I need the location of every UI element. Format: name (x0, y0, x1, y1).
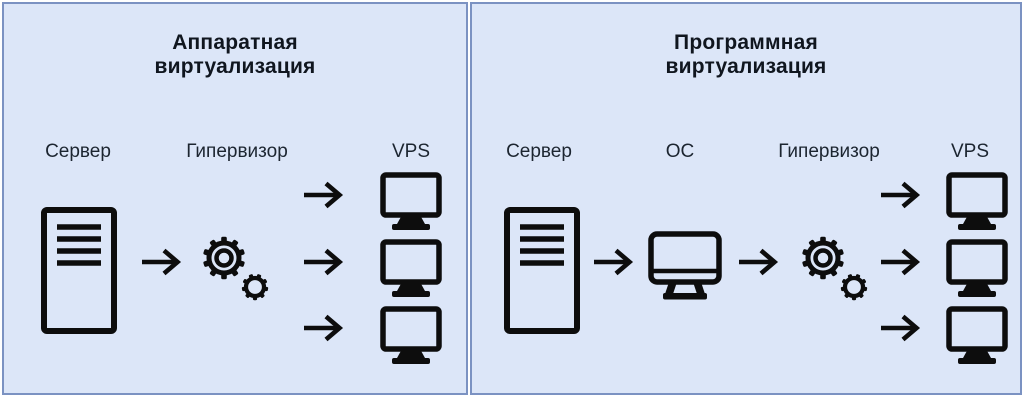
gears-hypervisor-icon (199, 231, 271, 303)
arrow-right-icon (879, 179, 921, 211)
arrow-right-icon (302, 179, 344, 211)
title-line-1: Аппаратная (172, 31, 298, 54)
arrow-right-icon (592, 246, 634, 278)
label-server: Сервер (45, 141, 111, 162)
hardware-virtualization-panel: Аппаратная виртуализация Сервер Гипервиз… (2, 2, 468, 395)
panel-title-software: Программная виртуализация (472, 31, 1020, 79)
title-line-1: Программная (674, 31, 818, 54)
title-line-2: виртуализация (665, 55, 827, 78)
os-desktop-icon (648, 231, 722, 301)
arrow-right-icon (140, 246, 182, 278)
vps-monitor-icon (946, 306, 1008, 365)
label-server: Сервер (506, 141, 572, 162)
vps-monitor-icon (380, 239, 442, 298)
title-line-2: виртуализация (154, 55, 316, 78)
arrow-right-icon (302, 312, 344, 344)
vps-monitor-icon (380, 306, 442, 365)
server-icon (40, 206, 118, 335)
label-hypervisor: Гипервизор (186, 141, 288, 162)
label-vps: VPS (391, 141, 431, 162)
label-vps: VPS (950, 141, 990, 162)
panel-title-hardware: Аппаратная виртуализация (4, 31, 466, 79)
virtualization-comparison-diagram: Аппаратная виртуализация Сервер Гипервиз… (2, 2, 1022, 396)
server-icon (503, 206, 581, 335)
vps-monitor-icon (380, 172, 442, 231)
arrow-right-icon (879, 312, 921, 344)
label-os: ОС (665, 141, 695, 162)
vps-monitor-icon (946, 172, 1008, 231)
gears-hypervisor-icon (798, 231, 870, 303)
software-virtualization-panel: Программная виртуализация Сервер ОС Гипе… (470, 2, 1022, 395)
arrow-right-icon (737, 246, 779, 278)
arrow-right-icon (879, 246, 921, 278)
label-hypervisor: Гипервизор (778, 141, 880, 162)
arrow-right-icon (302, 246, 344, 278)
vps-monitor-icon (946, 239, 1008, 298)
